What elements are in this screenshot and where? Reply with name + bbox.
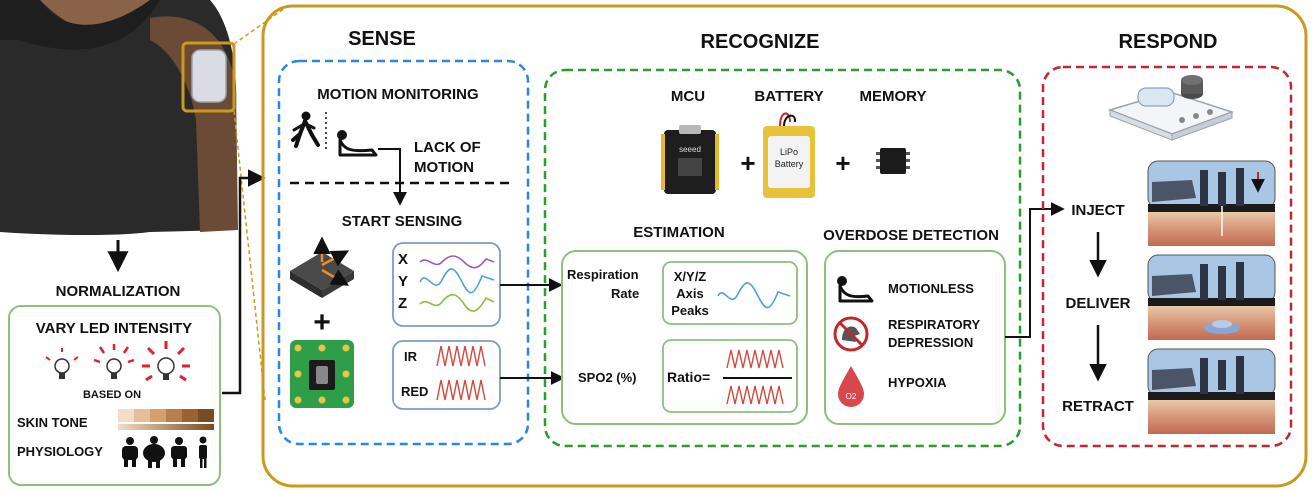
recognize-title: RECOGNIZE — [701, 31, 820, 53]
sense-panel — [277, 59, 530, 446]
based-on-label: BASED ON — [83, 389, 141, 401]
main-system-container — [261, 4, 1308, 488]
respond-title: RESPOND — [1119, 31, 1218, 53]
body-types-icon — [122, 436, 207, 468]
arrow-detection-to-inject — [1005, 202, 1065, 338]
arrow-lack-of-motion — [378, 148, 407, 206]
lying-person-icon — [337, 130, 378, 157]
axis-labels: XYZ — [398, 251, 408, 312]
normalization-title: NORMALIZATION — [56, 283, 181, 300]
x-axis-wave — [419, 255, 495, 269]
axis-peaks-line2: Axis — [676, 286, 703, 301]
ratio-box — [662, 339, 798, 413]
axis-label-y: Y — [398, 273, 408, 290]
memory-label: MEMORY — [860, 88, 927, 105]
led-medium-icon — [93, 344, 135, 379]
walking-person-icon — [291, 111, 320, 148]
physiology-label: PHYSIOLOGY — [17, 444, 103, 459]
skin-tone-scale — [118, 409, 214, 430]
accel-waveform-panel — [392, 242, 501, 327]
respiration-rate-line2: Rate — [611, 286, 639, 301]
injector-device-icon — [1107, 75, 1235, 141]
axis-peaks-line3: Peaks — [671, 303, 709, 318]
retract-frame-icon — [1147, 348, 1276, 434]
overdose-detection-title: OVERDOSE DETECTION — [823, 227, 999, 244]
mcu-board-icon: seeed — [661, 125, 719, 194]
sense-plus-sign: + — [313, 306, 331, 339]
respond-step-inject: INJECT — [1071, 202, 1124, 219]
ratio-numerator-wave — [726, 349, 784, 369]
red-label: RED — [401, 384, 428, 399]
respond-panel — [1041, 65, 1293, 448]
accelerometer-chip-icon — [290, 236, 354, 298]
motionless-icon — [837, 276, 874, 303]
inject-frame-icon — [1147, 160, 1276, 246]
z-axis-wave — [419, 293, 495, 312]
ir-label: IR — [404, 349, 418, 364]
start-sensing-title: START SENSING — [342, 213, 463, 230]
depression-label: DEPRESSION — [888, 335, 973, 350]
recognize-plus-1: + — [740, 148, 755, 178]
axis-label-x: X — [398, 251, 408, 268]
axis-peaks-box — [662, 261, 798, 325]
oxygen-drop-icon: O2 — [838, 366, 864, 407]
hypoxia-label: HYPOXIA — [888, 375, 947, 390]
y-axis-wave — [419, 268, 495, 294]
battery-text-1: LiPo — [780, 147, 798, 157]
respiratory-depression-icon — [833, 316, 869, 352]
ratio-denominator-wave — [726, 385, 784, 405]
wearable-device-icon — [181, 41, 236, 113]
ppg-sensor-board-icon — [290, 340, 354, 408]
lack-of-motion-line1: LACK OF — [414, 139, 481, 156]
battery-label: BATTERY — [754, 88, 823, 105]
normalization-box: VARY LED INTENSITY — [8, 305, 221, 486]
deliver-frame-icon — [1147, 254, 1276, 340]
lack-of-motion-line2: MOTION — [414, 159, 474, 176]
led-bright-icon — [142, 341, 190, 382]
spo2-label: SPO2 (%) — [578, 370, 637, 385]
memory-chip-icon — [876, 148, 910, 174]
vary-led-title: VARY LED INTENSITY — [36, 320, 192, 337]
mcu-chip-text: seeed — [679, 145, 701, 154]
motion-monitoring-title: MOTION MONITORING — [317, 86, 478, 103]
motionless-label: MOTIONLESS — [888, 281, 974, 296]
mcu-label: MCU — [671, 88, 705, 105]
arrow-normalization-to-sense — [222, 169, 266, 395]
respiration-wave — [717, 282, 791, 309]
ir-wave — [436, 345, 486, 367]
respiration-rate-line1: Respiration — [567, 267, 639, 282]
sense-title: SENSE — [348, 28, 416, 50]
respond-step-deliver: DELIVER — [1065, 295, 1130, 312]
red-wave — [436, 379, 486, 401]
estimation-title: ESTIMATION — [633, 224, 724, 241]
skin-tone-label: SKIN TONE — [17, 415, 88, 430]
recognize-plus-2: + — [835, 148, 850, 178]
o2-text: O2 — [846, 392, 857, 401]
respond-step-retract: RETRACT — [1062, 398, 1134, 415]
zoom-leader-bottom — [233, 110, 266, 401]
ratio-label: Ratio= — [667, 369, 710, 385]
respond-steps: INJECT DELIVER RETRACT — [1062, 202, 1134, 415]
axis-label-z: Z — [398, 295, 407, 312]
battery-text-2: Battery — [775, 159, 804, 169]
ppg-waveform-panel — [392, 340, 501, 410]
person-photo — [0, 0, 238, 235]
respiratory-label: RESPIRATORY — [888, 317, 981, 332]
axis-peaks-line1: X/Y/Z — [674, 269, 707, 284]
lipo-battery-icon: LiPo Battery — [763, 112, 815, 198]
led-dim-icon — [45, 348, 79, 379]
zoom-leader-top — [233, 7, 286, 45]
